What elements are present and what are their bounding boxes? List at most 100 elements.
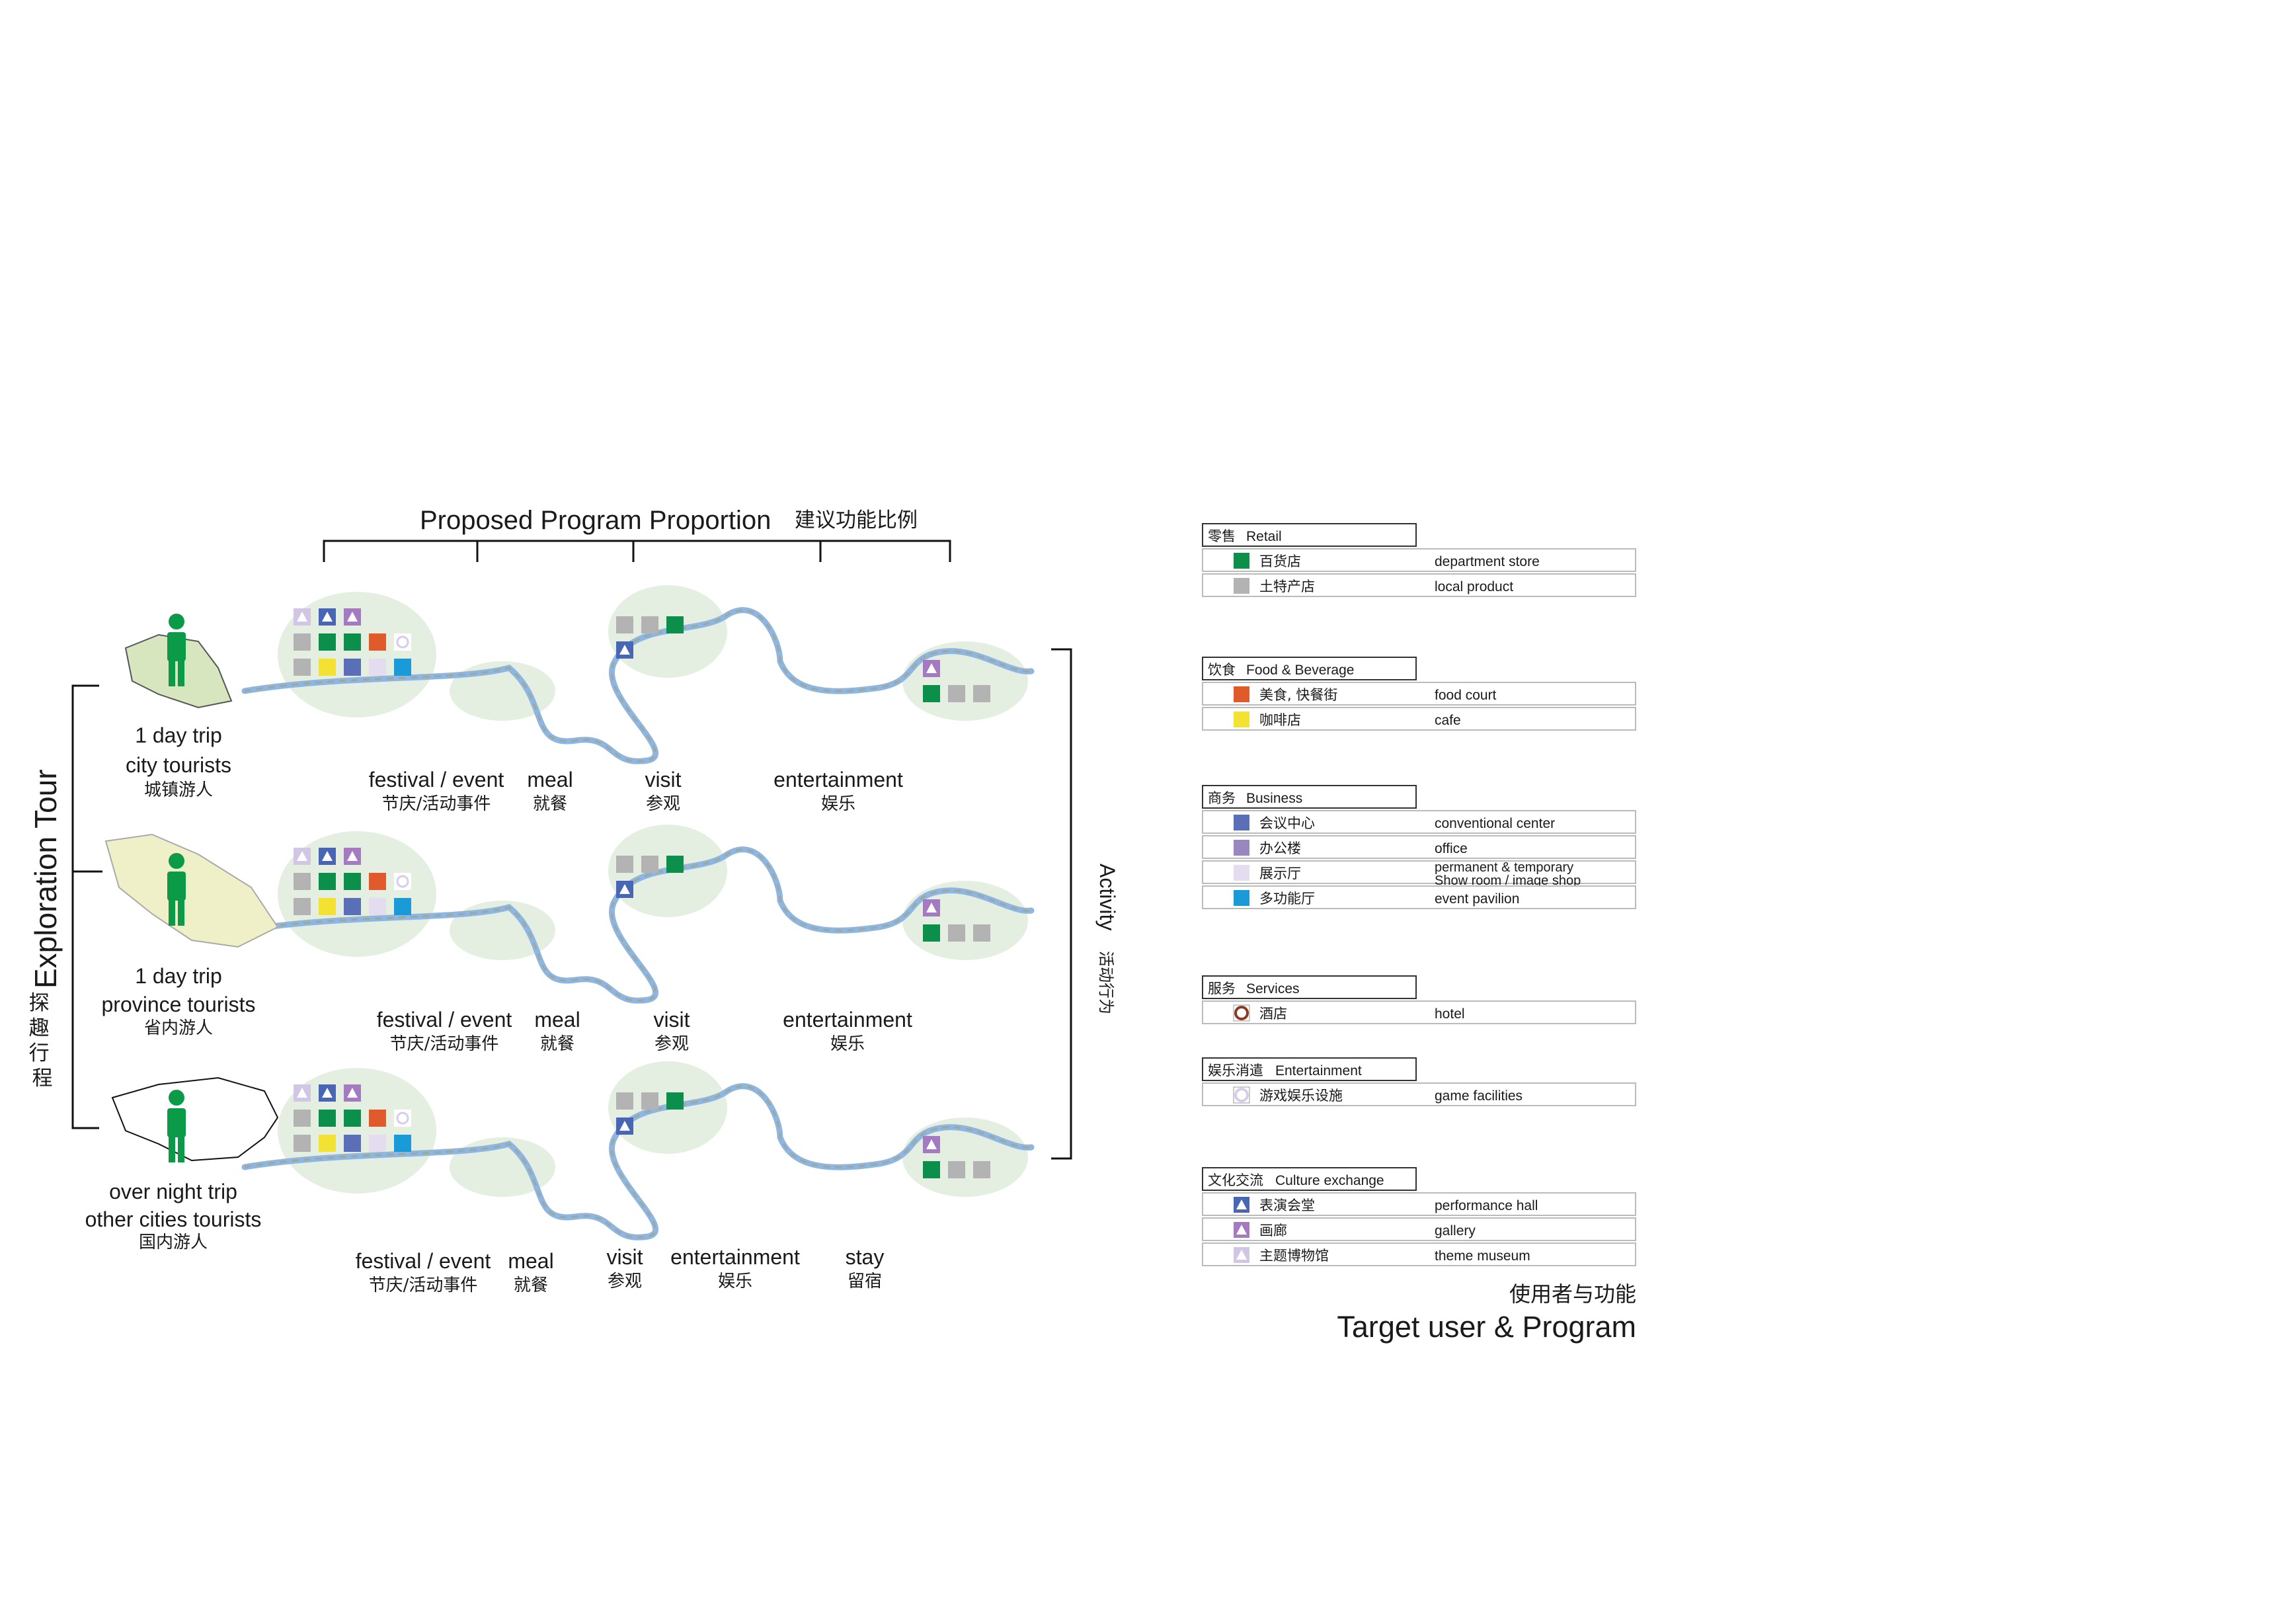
legend-group-en: Services	[1246, 981, 1300, 996]
tile-game-facilities-mark	[396, 1112, 409, 1125]
tile-department-store	[344, 633, 361, 651]
footer: 使用者与功能 Target user & Program	[1337, 1281, 1636, 1344]
activity-label-cn: 节庆/活动事件	[390, 1034, 499, 1054]
row-blobs	[278, 1061, 1028, 1197]
activity-label-cn: 参观	[654, 1034, 689, 1054]
legend-group-en: Entertainment	[1275, 1063, 1362, 1078]
header-bracket	[323, 540, 951, 562]
legend-swatch-square	[1234, 711, 1249, 727]
tile-theme-museum-mark	[297, 612, 307, 622]
tile-performance-hall-mark	[619, 645, 630, 655]
legend-item-en: event pavilion	[1435, 891, 1519, 907]
activity-label-cn: 节庆/活动事件	[382, 794, 491, 814]
legend-item-cn: 百货店	[1259, 553, 1301, 569]
footer-title-cn: 使用者与功能	[1509, 1281, 1636, 1307]
tile-performance-hall-mark	[619, 884, 630, 894]
tile-gallery	[923, 660, 940, 677]
tile-game-facilities	[394, 633, 411, 651]
legend-item-en: conventional center	[1435, 816, 1555, 831]
header: Proposed Program Proportion 建议功能比例	[323, 506, 951, 562]
tile-performance-hall-mark	[619, 1121, 630, 1131]
activity-label-en: festival / event	[377, 1008, 512, 1032]
activity-label-en: festival / event	[369, 768, 504, 792]
user-tourist-type-cn: 城镇游人	[144, 780, 213, 800]
activity-label-en: entertainment	[670, 1245, 800, 1269]
tile-performance-hall-mark	[322, 612, 333, 622]
legend-item-cn: 咖啡店	[1259, 712, 1301, 728]
tile-department-store	[344, 1110, 361, 1127]
legend-item-row	[1202, 1082, 1636, 1106]
legend-item-row	[1202, 1192, 1636, 1216]
footer-title-en: Target user & Program	[1337, 1310, 1636, 1344]
tourist-person-icon	[167, 614, 186, 686]
legend-item: 多功能厅 event pavilion	[1202, 885, 1636, 909]
person-body	[167, 632, 186, 661]
legend-item-en: theme museum	[1435, 1248, 1530, 1264]
activity-label-en: visit	[606, 1245, 643, 1269]
tile-local-product	[294, 633, 311, 651]
legend-item-row	[1202, 860, 1636, 884]
tourist-person-icon	[167, 853, 186, 926]
tile-gallery	[344, 608, 361, 626]
visit-tiles	[616, 856, 684, 898]
tile-performance-hall	[319, 1084, 336, 1102]
tile-cafe	[319, 1135, 336, 1152]
legend-item-cn: 展示厅	[1259, 866, 1301, 881]
legend-item-cn: 多功能厅	[1259, 891, 1315, 907]
tile-local-product	[616, 1092, 633, 1110]
user-tourist-type: province tourists	[102, 993, 256, 1016]
user-trip-type: 1 day trip	[135, 723, 222, 747]
province-map-shape	[104, 833, 279, 948]
tile-gallery-mark	[347, 1088, 358, 1098]
china-map-icon	[111, 1076, 279, 1162]
tile-local-product	[616, 856, 633, 873]
user-tourist-type-cn: 国内游人	[139, 1233, 208, 1252]
legend-group-cn: 零售	[1208, 528, 1236, 544]
tile-theme-museum	[294, 1084, 311, 1102]
user-trip-type: over night trip	[109, 1180, 237, 1203]
tile-performance-hall	[616, 1117, 633, 1135]
tile-theme-museum	[294, 848, 311, 865]
tile-department-store	[319, 633, 336, 651]
legend-swatch-circle	[1234, 1088, 1249, 1102]
tile-department-store	[666, 1092, 684, 1110]
legend-item-row	[1202, 548, 1636, 572]
legend-item-cn: 画廊	[1259, 1223, 1287, 1238]
activity-label-cn: 留宿	[848, 1272, 882, 1291]
legend-item-row	[1202, 1242, 1636, 1266]
legend-item-cn: 办公楼	[1259, 840, 1301, 856]
tile-gallery	[344, 848, 361, 865]
tile-local-product	[294, 873, 311, 890]
tile-local-product	[641, 1092, 658, 1110]
person-head	[169, 614, 184, 629]
tile-department-store	[319, 873, 336, 890]
tile-gallery-mark	[926, 1139, 937, 1149]
legend-swatch-square	[1234, 840, 1249, 856]
tile-performance-hall-mark	[322, 851, 333, 861]
user-tourist-type: other cities tourists	[85, 1207, 262, 1231]
activity-label-cn: 娱乐	[821, 794, 855, 814]
tile-game-facilities	[394, 1110, 411, 1127]
legend-group-header-box	[1202, 785, 1417, 809]
exploration-tour-cn-2: 趣	[29, 1016, 50, 1040]
tile-local-product	[294, 898, 311, 915]
legend-item-en: game facilities	[1435, 1088, 1523, 1104]
tile-local-product	[294, 1135, 311, 1152]
legend-item-en: food court	[1435, 688, 1497, 703]
right-side-title: Activity 活动行为	[1051, 648, 1119, 1160]
legend-item-cn: 美食, 快餐街	[1259, 687, 1337, 703]
tile-local-product	[973, 924, 990, 942]
